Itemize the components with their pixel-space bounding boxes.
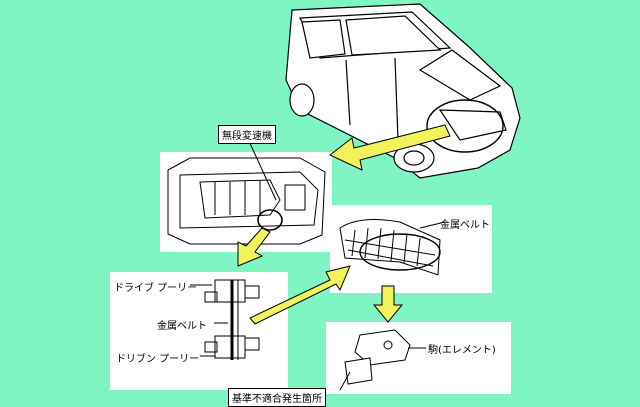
pulley-panel <box>110 272 288 390</box>
belt-drawing <box>339 219 446 276</box>
drive-pulley-label: ドライブ プーリー <box>114 283 198 294</box>
engine-bay-drawing <box>167 138 326 245</box>
pulley-drawing <box>190 279 260 360</box>
defect-location-label: 基準不適合発生箇所 <box>228 388 326 407</box>
metal-belt-right-label: 金属ベルト <box>440 220 490 231</box>
driven-pulley-label: ドリブン プーリー <box>116 354 200 365</box>
element-drawing <box>339 329 426 391</box>
engine-bay-panel <box>160 152 332 252</box>
flow-arrows <box>237 124 451 325</box>
metal-belt-left-label: 金属ベルト <box>157 321 207 332</box>
belt-detail-panel <box>330 205 492 293</box>
element-label: 駒(エレメント) <box>428 345 496 356</box>
cvt-label: 無段変速機 <box>218 125 276 144</box>
car-illustration <box>285 3 521 179</box>
